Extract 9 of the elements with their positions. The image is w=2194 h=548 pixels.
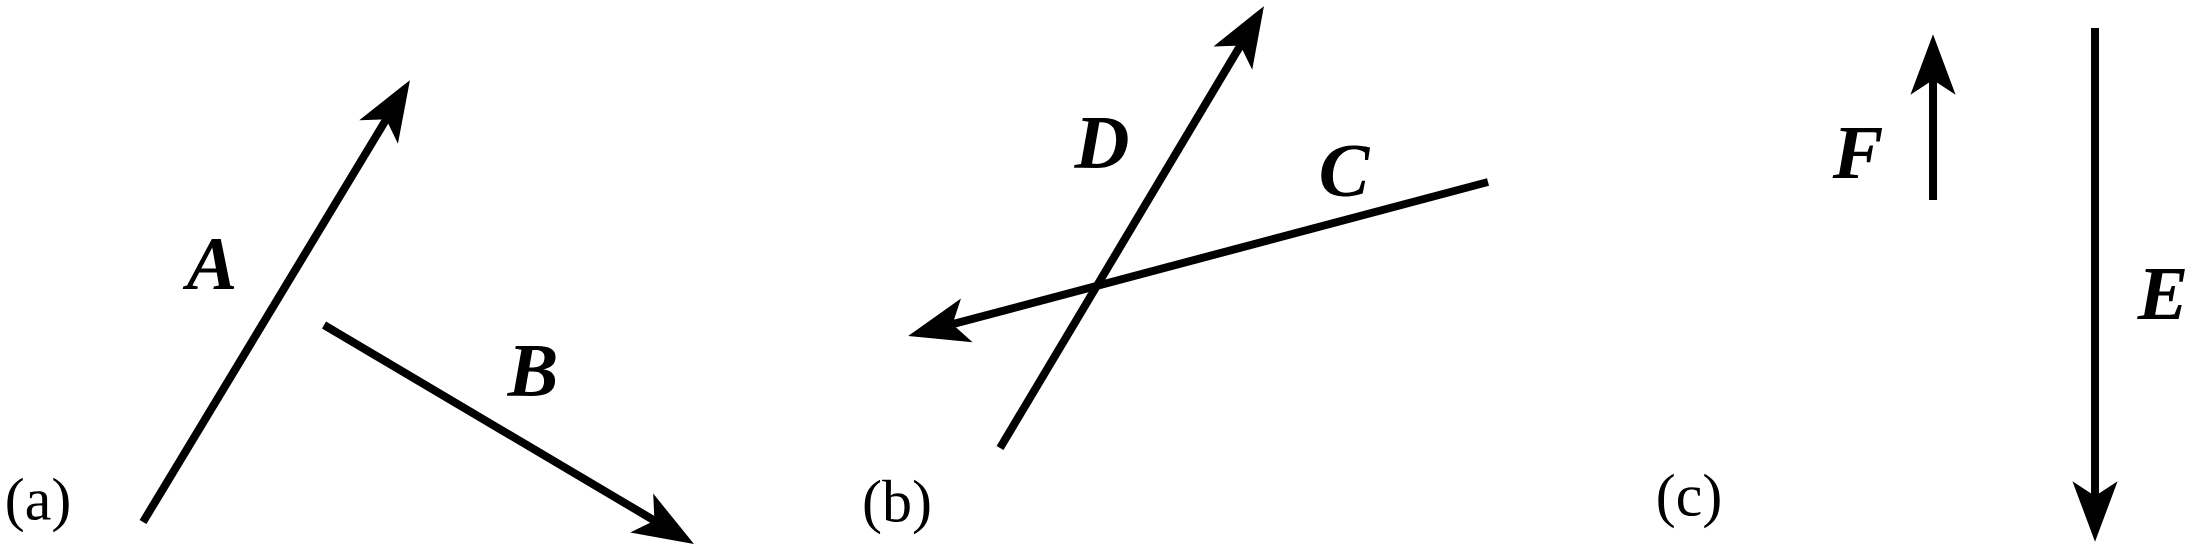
vector-label: F bbox=[1832, 128, 1883, 178]
vector-label: A bbox=[182, 238, 235, 290]
vector-label: C bbox=[1321, 145, 1371, 197]
vector-label: E bbox=[2137, 269, 2185, 319]
panel-label: (c) bbox=[1658, 473, 1720, 529]
vector-label: B bbox=[507, 346, 556, 396]
panel-label: (a) bbox=[7, 477, 69, 533]
vector-label: D bbox=[1074, 118, 1128, 168]
panel-label: (b) bbox=[864, 479, 930, 535]
